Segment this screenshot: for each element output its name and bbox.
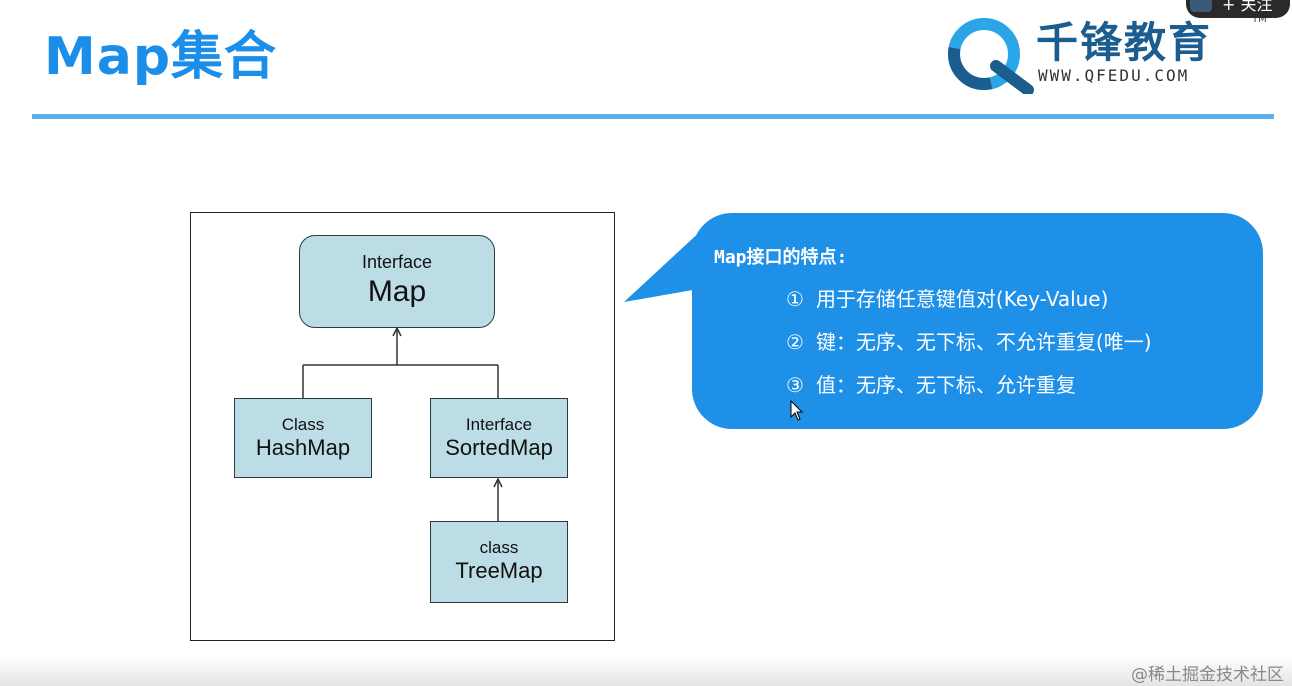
follow-label: + 关注 [1222,0,1273,14]
logo-url: WWW.QFEDU.COM [1038,66,1190,85]
arrowhead-sortedmap [493,477,503,488]
callout-heading: Map接口的特点: [714,247,848,268]
callout-tail [624,228,704,302]
node-treemap-name: TreeMap [455,558,543,583]
slide-title: Map集合 [44,27,278,87]
title-rule [32,114,1274,119]
callout-item-number: ② [786,330,804,354]
arrowhead-map [392,326,402,337]
callout-item: ① 用于存储任意键值对(Key-Value) [786,285,1108,313]
follow-button[interactable]: + 关注 [1186,0,1290,18]
callout-item-number: ③ [786,373,804,397]
callout-item: ② 键：无序、无下标、不允许重复(唯一) [786,328,1152,356]
mouse-cursor-icon [790,400,804,421]
callout-item-number: ① [786,287,804,311]
node-treemap-kind: class [479,538,519,557]
node-treemap: class TreeMap [430,521,568,603]
map-hierarchy-diagram: Interface Map Class HashMap Interface So… [190,212,615,641]
diagram-connectors [302,326,503,521]
node-map-name: Map [367,275,427,308]
bottom-bar [0,656,1292,686]
node-hashmap-name: HashMap [255,435,351,460]
callout-bubble: Map接口的特点: ① 用于存储任意键值对(Key-Value) ② 键：无序、无下… [692,213,1263,429]
node-map: Interface Map [299,235,495,328]
callout-item: ③ 值：无序、无下标、允许重复 [786,371,1076,399]
logo-name: 千锋教育 [1036,18,1213,67]
node-sortedmap: Interface SortedMap [430,398,568,478]
watermark: @稀土掘金技术社区 [1131,665,1284,685]
callout-item-text: 键：无序、无下标、不允许重复(唯一) [815,330,1152,354]
node-hashmap-kind: Class [281,415,325,434]
logo-tm: TM [1252,14,1267,25]
qfedu-q-logo-icon [948,18,1034,94]
node-map-kind: Interface [361,252,433,272]
node-sortedmap-kind: Interface [465,415,533,434]
logo: 千锋教育 WWW.QFEDU.COM TM [944,14,1267,94]
node-hashmap: Class HashMap [234,398,372,478]
callout-item-text: 用于存储任意键值对(Key-Value) [815,287,1109,311]
node-sortedmap-name: SortedMap [445,435,553,460]
callout-item-text: 值：无序、无下标、允许重复 [815,373,1076,397]
follow-avatar-icon [1190,0,1212,12]
